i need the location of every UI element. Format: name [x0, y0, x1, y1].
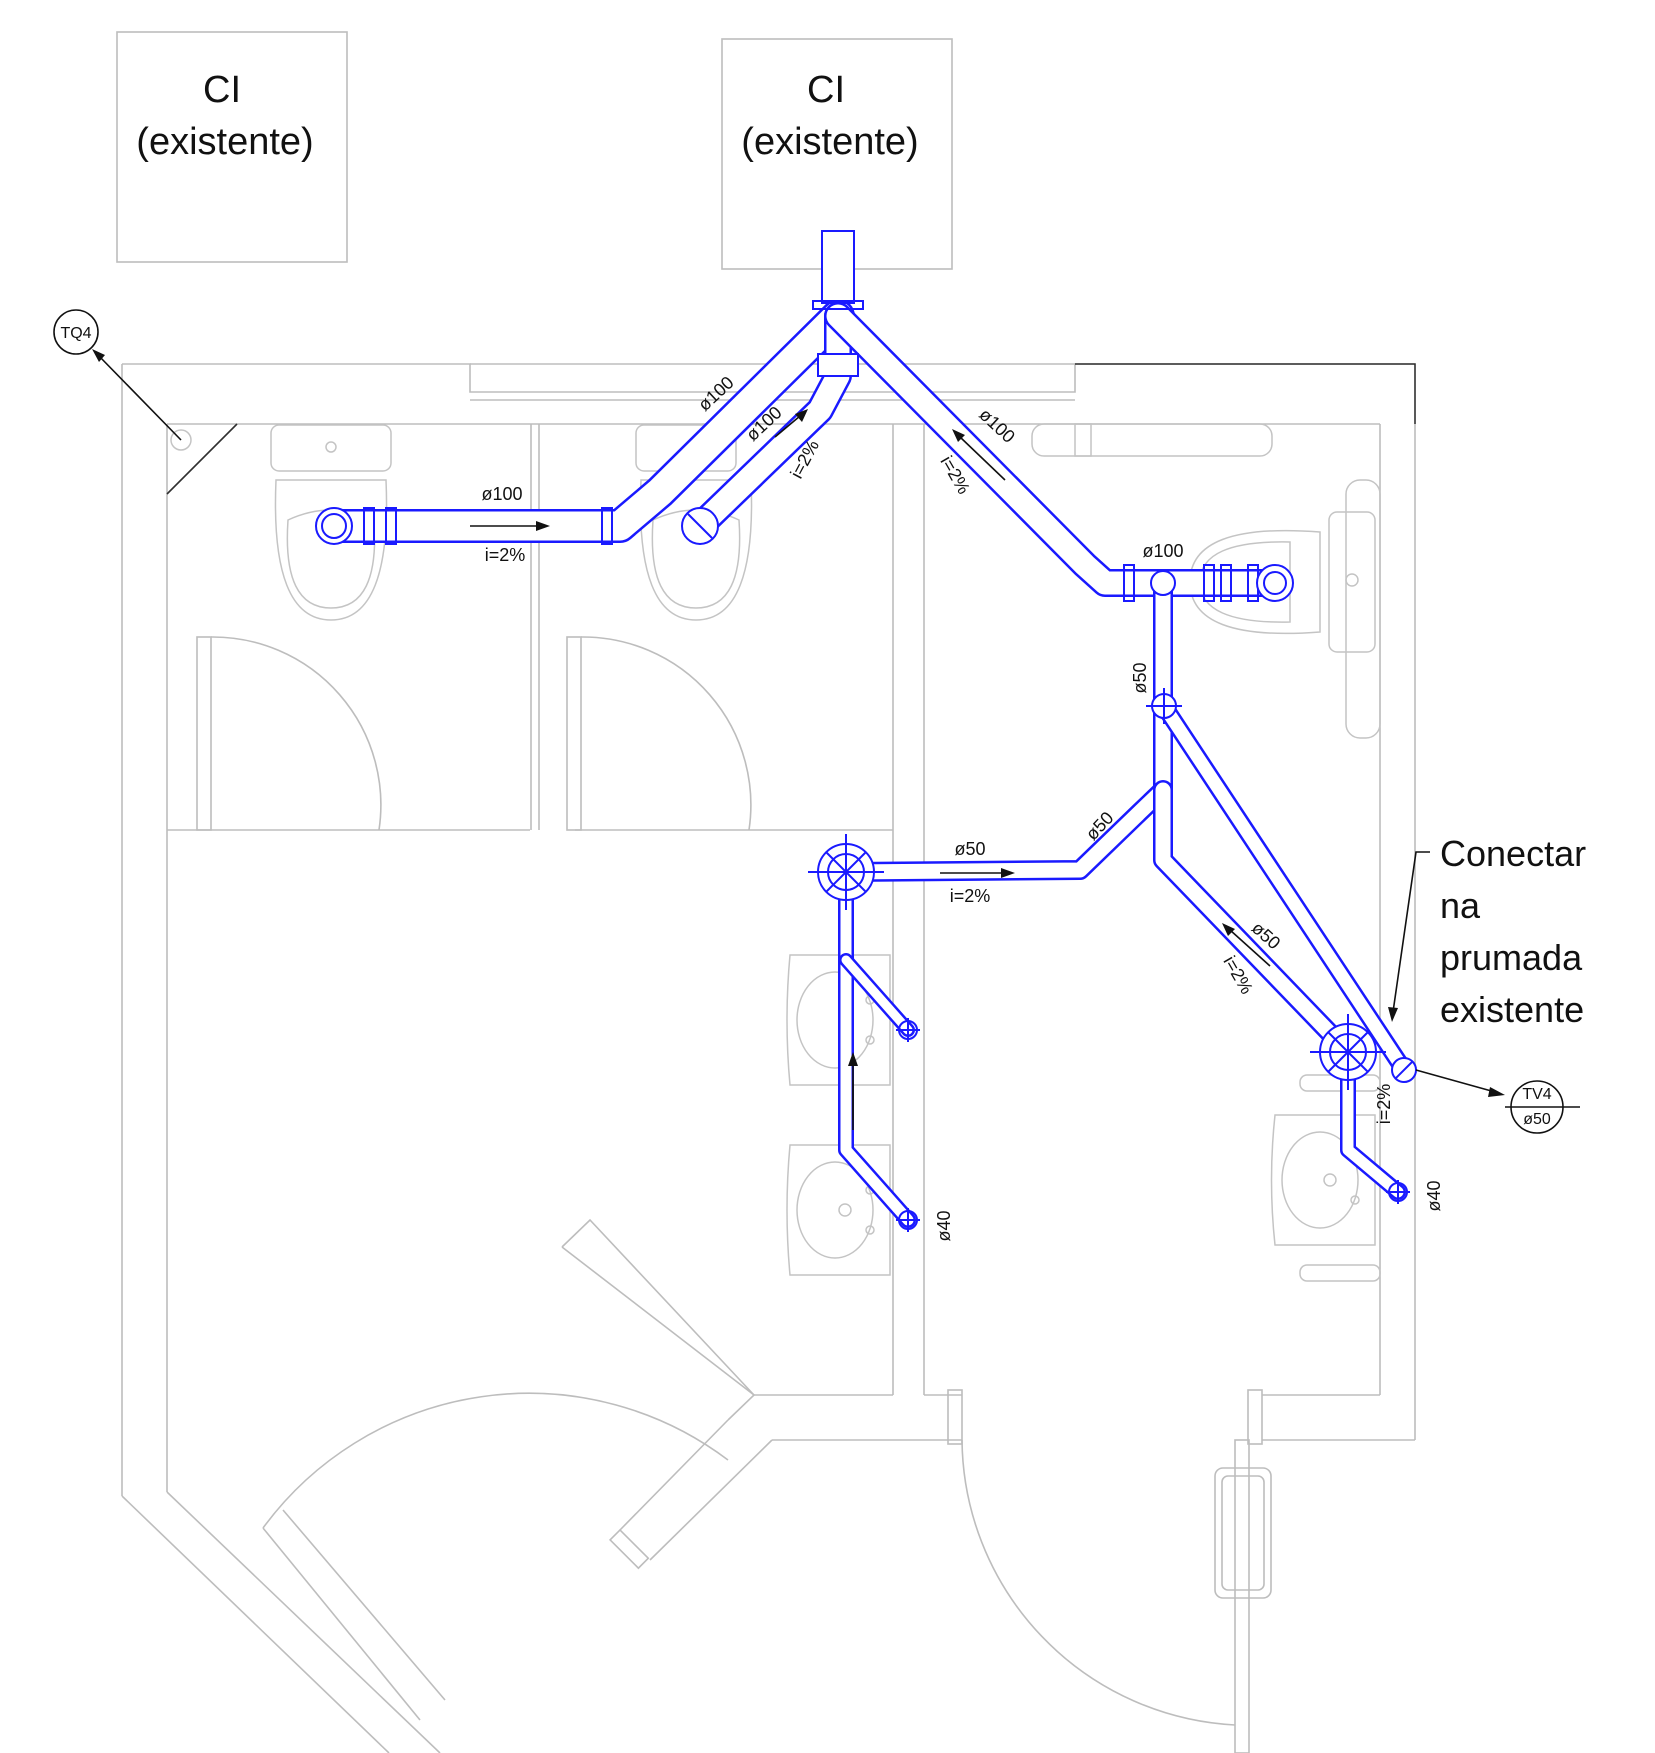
connect-annotation: Conectar na prumada existente [1440, 833, 1586, 1030]
svg-text:ø50: ø50 [1523, 1111, 1551, 1128]
svg-text:ø40: ø40 [934, 1210, 954, 1241]
svg-text:ø100: ø100 [481, 484, 522, 504]
svg-text:i=2%: i=2% [1374, 1084, 1394, 1125]
pipe-d100-diag-b [686, 302, 852, 540]
flow-arrows [470, 409, 1271, 1130]
svg-text:ø50: ø50 [954, 839, 985, 859]
svg-text:(existente): (existente) [741, 121, 918, 163]
svg-text:TQ4: TQ4 [60, 325, 91, 342]
svg-text:ø100: ø100 [1142, 541, 1183, 561]
ci-label-right: CI (existente) [741, 69, 918, 163]
svg-text:i=2%: i=2% [485, 545, 526, 565]
svg-text:CI: CI [203, 69, 241, 111]
pipe-fittings [315, 230, 1417, 1232]
svg-text:ø40: ø40 [1424, 1180, 1444, 1211]
svg-text:i=2%: i=2% [950, 886, 991, 906]
pipe-vent-diag [1155, 697, 1413, 1079]
svg-text:na: na [1440, 885, 1481, 926]
svg-text:(existente): (existente) [136, 121, 313, 163]
leaders [92, 349, 1505, 1097]
svg-text:ø50: ø50 [1130, 662, 1150, 693]
pipe-d40-left-vert [838, 864, 916, 1228]
tag-tv4: TV4 ø50 [1505, 1080, 1580, 1134]
svg-text:TV4: TV4 [1522, 1086, 1551, 1103]
ci-box-left [116, 31, 348, 263]
svg-text:Conectar: Conectar [1440, 833, 1586, 874]
pipe-d100-right-diag [824, 302, 1289, 597]
svg-text:CI: CI [807, 69, 845, 111]
ci-label-left: CI (existente) [136, 69, 313, 163]
svg-text:prumada: prumada [1440, 937, 1583, 978]
svg-text:ø100: ø100 [975, 404, 1019, 447]
fixtures [170, 423, 1381, 1282]
svg-text:existente: existente [1440, 989, 1584, 1030]
pipe-d50-low-diag [1153, 780, 1358, 1062]
pipe-d40-left-branch [839, 953, 915, 1037]
tag-tq4: TQ4 [53, 309, 99, 355]
